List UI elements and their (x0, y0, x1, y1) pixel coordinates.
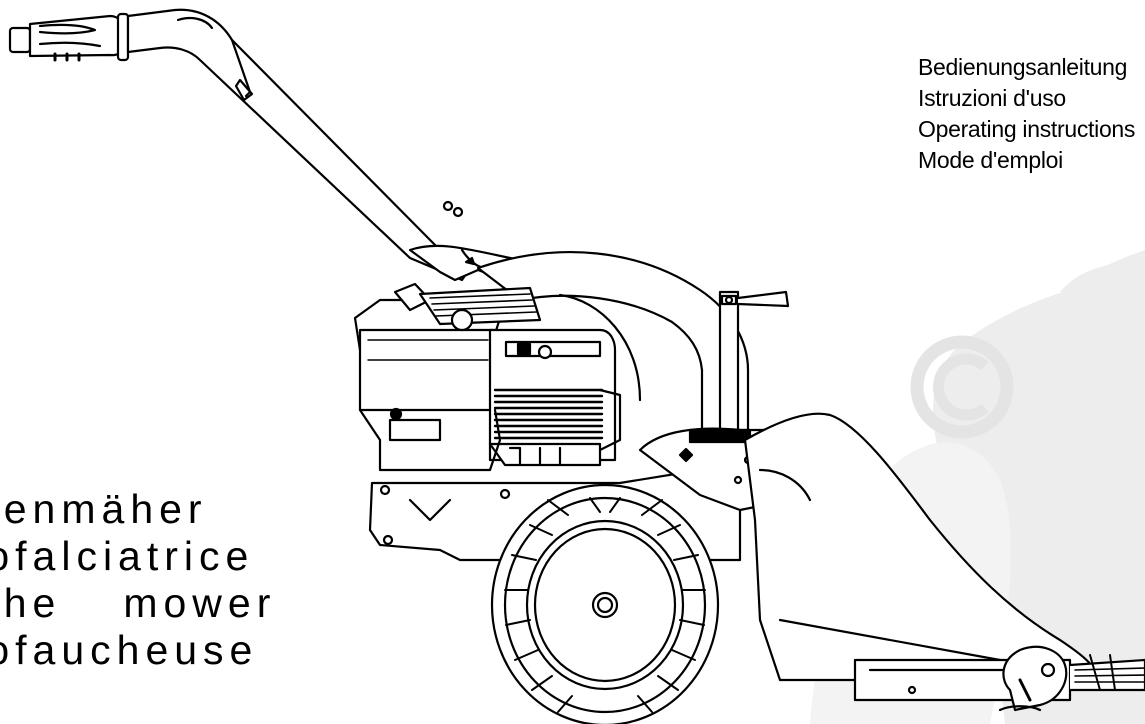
language-de: Bedienungsanleitung (918, 54, 1128, 80)
engine (353, 282, 622, 472)
handlebar (126, 8, 543, 302)
title-en-word2: mower (123, 580, 277, 626)
cutter-bar (853, 645, 1145, 712)
title-it: Motofalciatrice (0, 533, 255, 579)
language-fr: Mode d'emploi (918, 147, 1063, 173)
language-en: Operating instructions (918, 116, 1136, 142)
title-fr: Motofaucheuse (0, 627, 259, 673)
language-it: Istruzioni d'uso (918, 85, 1066, 111)
product-titles: Balkenmäher Motofalciatrice Scythemower … (0, 486, 276, 674)
title-en: Scythe mower (0, 580, 276, 627)
title-en-word1: Scythe (0, 580, 62, 626)
title-de: Balkenmäher (0, 486, 208, 532)
guard (743, 412, 1095, 682)
language-list: Bedienungsanleitung Istruzioni d'uso Ope… (918, 52, 1135, 176)
wheel (490, 483, 720, 724)
handle-grip (8, 12, 130, 62)
